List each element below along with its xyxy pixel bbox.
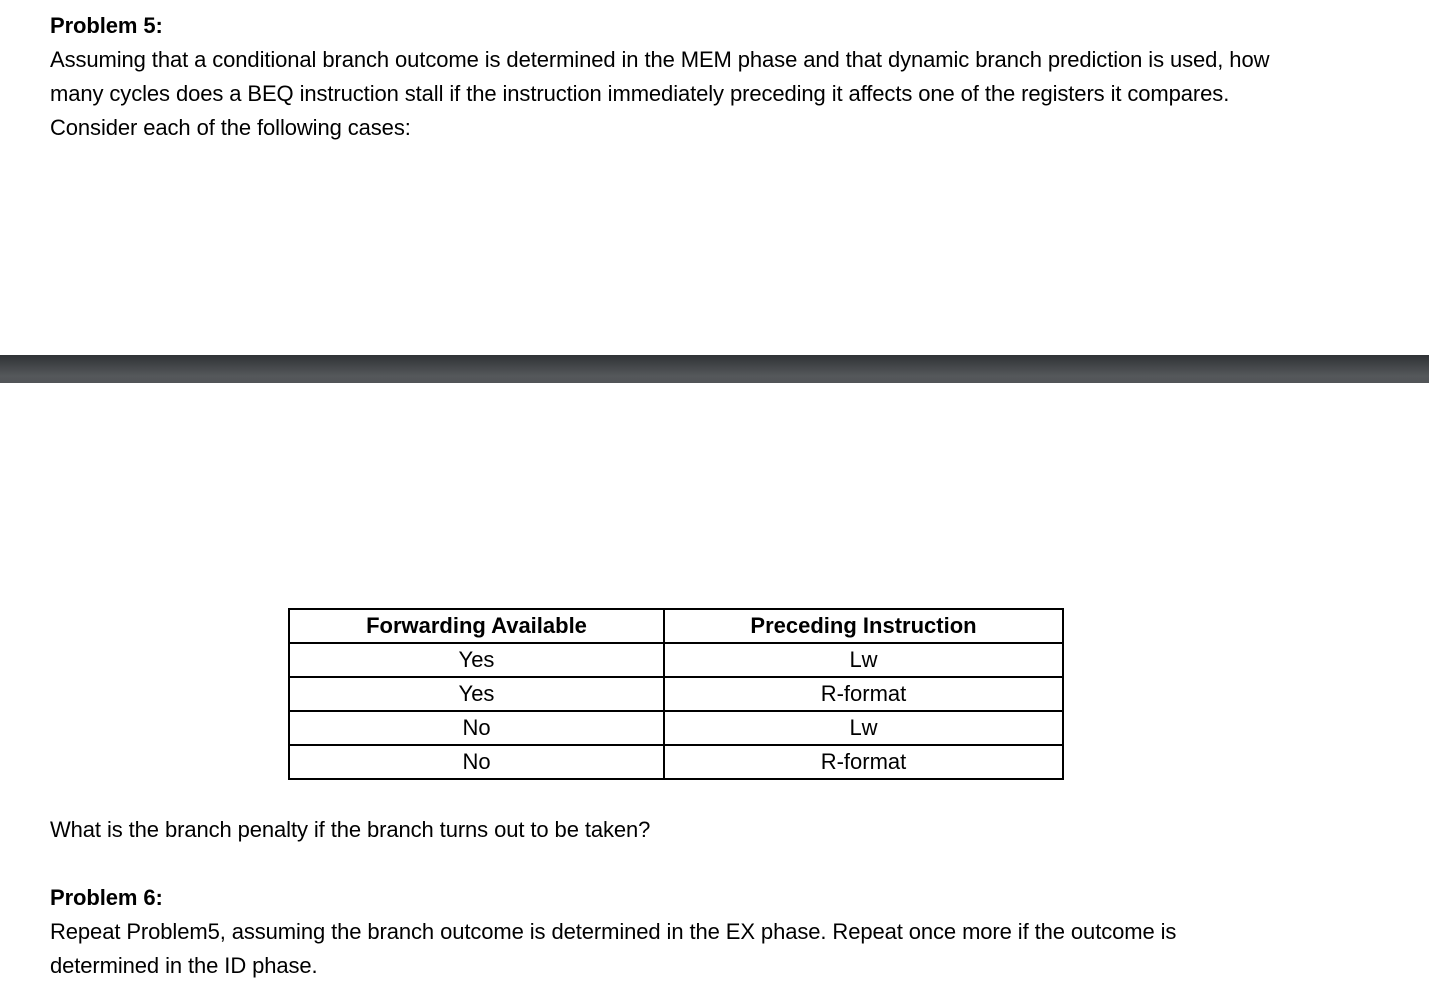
- table-cell-preceding: Lw: [663, 710, 1064, 746]
- problem5-section: Problem 5: Assuming that a conditional b…: [50, 9, 1285, 145]
- table-cell-preceding: R-format: [663, 676, 1064, 712]
- table-cell-forwarding: Yes: [288, 676, 665, 712]
- problem6-body: Repeat Problem5, assuming the branch out…: [50, 919, 1177, 978]
- table-header-row: Forwarding Available Preceding Instructi…: [288, 608, 1064, 644]
- problem6-heading: Problem 6:: [50, 885, 163, 910]
- table-row: No Lw: [288, 710, 1064, 746]
- table-cell-forwarding: No: [288, 710, 665, 746]
- table-row: No R-format: [288, 744, 1064, 780]
- problem5-heading: Problem 5:: [50, 13, 163, 38]
- table-cell-preceding: Lw: [663, 642, 1064, 678]
- col-header-forwarding-available: Forwarding Available: [288, 608, 665, 644]
- problem6-section: Problem 6: Repeat Problem5, assuming the…: [50, 881, 1285, 983]
- cases-table: Forwarding Available Preceding Instructi…: [288, 608, 1064, 780]
- table-cell-forwarding: No: [288, 744, 665, 780]
- table-cell-forwarding: Yes: [288, 642, 665, 678]
- branch-penalty-question: What is the branch penalty if the branch…: [50, 817, 651, 842]
- col-header-preceding-instruction: Preceding Instruction: [663, 608, 1064, 644]
- table-row: Yes Lw: [288, 642, 1064, 678]
- table-row: Yes R-format: [288, 676, 1064, 712]
- problem5-body: Assuming that a conditional branch outco…: [50, 47, 1270, 140]
- table-cell-preceding: R-format: [663, 744, 1064, 780]
- page-separator: [0, 355, 1429, 383]
